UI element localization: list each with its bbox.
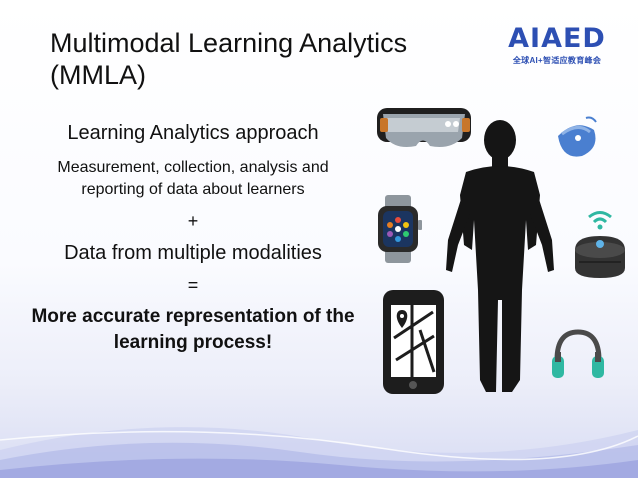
measurement-line: Measurement, collection, analysis and re…: [57, 159, 329, 198]
plus-sign: +: [187, 211, 199, 231]
aiaed-logo: AIAED 全球AI+智适应教育峰会: [502, 24, 612, 72]
smartphone-map-icon: [383, 290, 444, 394]
logo-text: AIAED: [508, 23, 606, 54]
result-line: More accurate representation of the lear…: [31, 306, 355, 353]
smart-tag-icon: [558, 116, 597, 157]
modalities-line: Data from multiple modalities: [64, 242, 322, 264]
equals-sign: =: [187, 275, 199, 295]
headphones-icon: [552, 329, 604, 378]
slide-body: Learning Analytics approach Measurement,…: [28, 118, 358, 356]
logo-subtitle: 全球AI+智适应教育峰会: [512, 56, 602, 65]
vr-headset-icon: [377, 108, 471, 147]
slide-title: Multimodal Learning Analytics (MMLA): [50, 28, 408, 90]
approach-line: Learning Analytics approach: [67, 122, 319, 144]
smart-speaker-icon: [575, 211, 625, 278]
smartwatch-icon: [378, 195, 422, 263]
decorative-waves: [0, 427, 638, 478]
human-silhouette: [446, 120, 554, 392]
